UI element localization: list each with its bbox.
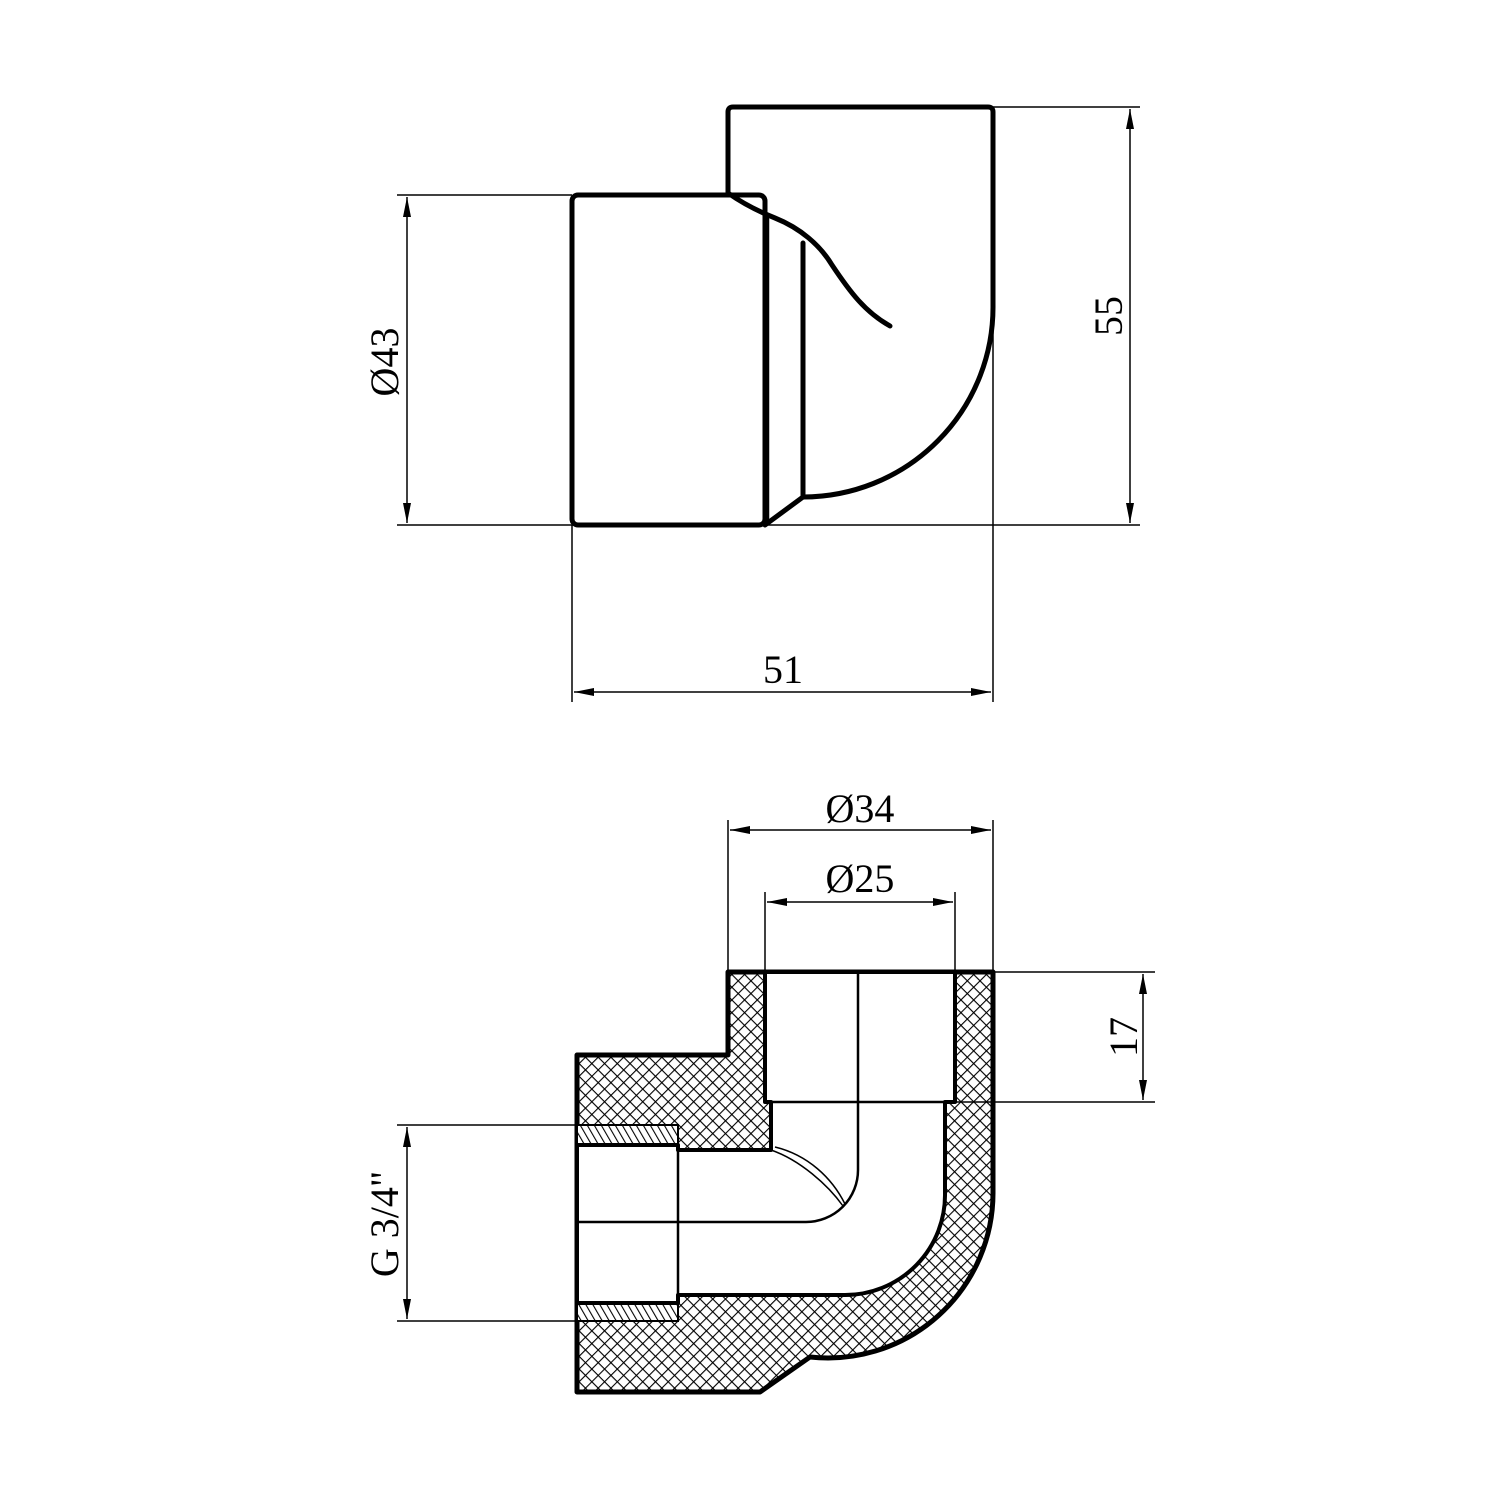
intersection-curve	[725, 190, 893, 329]
centerline	[577, 972, 860, 1224]
elbow-top-view	[569, 104, 996, 528]
collar	[762, 240, 806, 528]
thread-bottom	[576, 1302, 679, 1322]
socket-body	[569, 192, 768, 528]
dim-height-55: 55	[1086, 296, 1131, 336]
top-view-dimensions: Ø43 55 51	[362, 106, 1140, 702]
outer-bend	[800, 302, 996, 500]
dim-length-51: 51	[763, 647, 803, 692]
section-dimensions: Ø34 Ø25 17 G 3/4"	[362, 786, 1155, 1322]
thread-top	[576, 1124, 679, 1146]
dim-inner-diameter-25: Ø25	[826, 856, 895, 901]
elbow-section-view	[574, 969, 996, 1395]
dim-socket-depth-17: 17	[1101, 1017, 1146, 1057]
dim-thread-g34: G 3/4"	[362, 1171, 407, 1277]
dim-outer-diameter-34: Ø34	[826, 786, 895, 831]
dim-diameter-43: Ø43	[362, 328, 407, 397]
upper-body	[725, 104, 996, 308]
